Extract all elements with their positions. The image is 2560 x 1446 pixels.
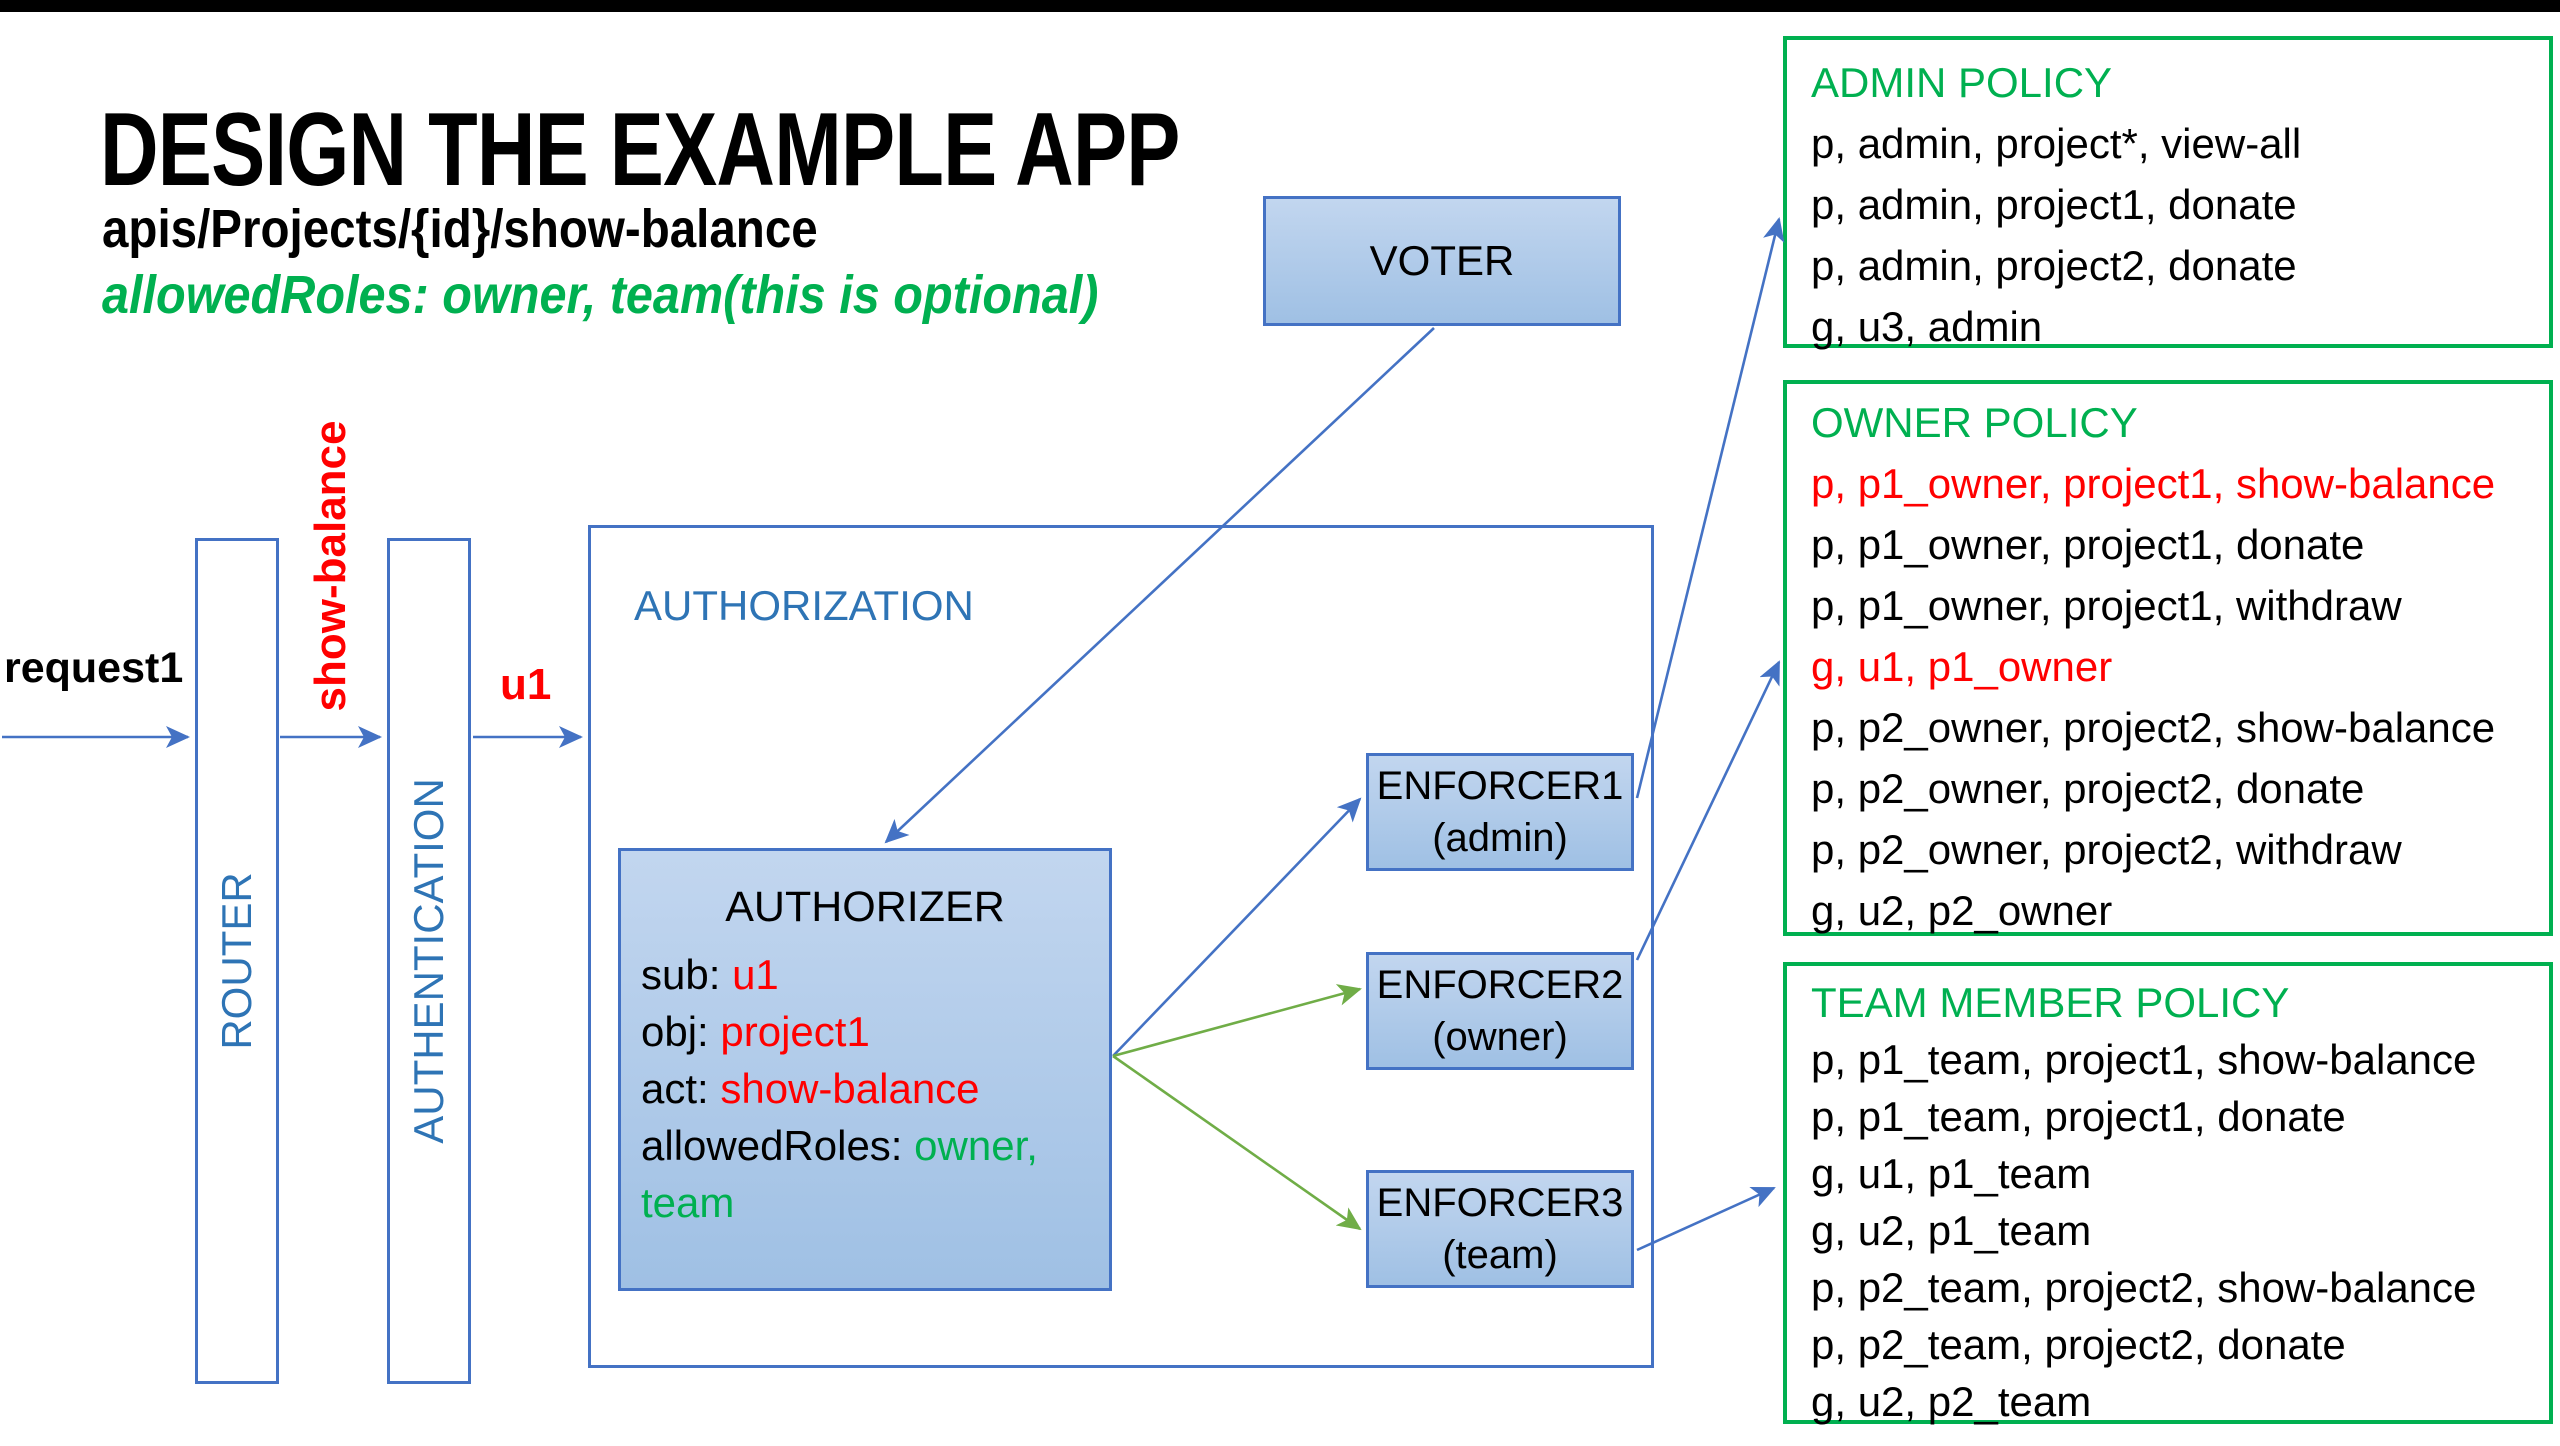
policy-line: p, p2_owner, project2, withdraw xyxy=(1811,826,2402,873)
arrow-enforcer3-to-team-policy xyxy=(1636,1186,1776,1252)
authorizer-row-team: team xyxy=(641,1179,735,1226)
authentication-label: AUTHENTICATION xyxy=(405,778,452,1144)
enforcer3-box: ENFORCER3 (team) xyxy=(1366,1170,1634,1288)
policy-line: g, u2, p1_team xyxy=(1811,1207,2092,1254)
owner-policy-box: OWNER POLICY p, p1_owner, project1, show… xyxy=(1783,380,2553,936)
policy-line: p, p2_team, project2, show-balance xyxy=(1811,1264,2477,1311)
authorizer-box: AUTHORIZER sub: u1 obj: project1 act: sh… xyxy=(618,848,1112,1291)
policy-line: g, u1, p1_owner xyxy=(1811,643,2113,690)
policy-line: p, p1_team, project1, donate xyxy=(1811,1093,2346,1140)
policy-line: p, admin, project*, view-all xyxy=(1811,120,2302,167)
arrow-enforcer1-to-admin-policy xyxy=(1635,217,1785,799)
team-policy-box: TEAM MEMBER POLICY p, p1_team, project1,… xyxy=(1783,962,2553,1425)
admin-policy-title: ADMIN POLICY xyxy=(1811,59,2113,106)
policy-line: p, admin, project2, donate xyxy=(1811,242,2297,289)
enforcer1-name: ENFORCER1 xyxy=(1376,764,1624,808)
policy-line: p, p2_owner, project2, donate xyxy=(1811,765,2365,812)
policy-line: p, p1_owner, project1, withdraw xyxy=(1811,582,2402,629)
enforcer1-box: ENFORCER1 (admin) xyxy=(1366,753,1634,871)
slide-title: DESIGN THE EXAMPLE APP xyxy=(100,92,1180,208)
policy-line: p, p1_owner, project1, show-balance xyxy=(1811,460,2496,507)
authorization-label: AUTHORIZATION xyxy=(634,582,974,629)
arrow-enforcer2-to-owner-policy xyxy=(1635,660,1781,961)
enforcer3-name: ENFORCER3 xyxy=(1376,1181,1624,1225)
authorizer-rows: sub: u1 obj: project1 act: show-balance … xyxy=(621,946,1109,1231)
authorizer-row-act: act: show-balance xyxy=(641,1065,980,1112)
authorizer-row-obj: obj: project1 xyxy=(641,1008,870,1055)
router-box: ROUTER xyxy=(195,538,279,1384)
admin-policy-box: ADMIN POLICY p, admin, project*, view-al… xyxy=(1783,36,2553,350)
enforcer3-role: (team) xyxy=(1442,1233,1558,1277)
u1-label: u1 xyxy=(500,660,552,709)
voter-box: VOTER xyxy=(1263,196,1621,326)
policy-line: p, p1_team, project1, show-balance xyxy=(1811,1036,2477,1083)
policy-line: g, u1, p1_team xyxy=(1811,1150,2092,1197)
policy-line: p, admin, project1, donate xyxy=(1811,181,2297,228)
policy-line: g, u2, p2_owner xyxy=(1811,887,2113,934)
api-path-subtitle: apis/Projects/{id}/show-balance xyxy=(102,199,818,259)
authorizer-row-allowedroles: allowedRoles: owner, xyxy=(641,1122,1038,1169)
team-policy-title: TEAM MEMBER POLICY xyxy=(1811,979,2290,1026)
authentication-box: AUTHENTICATION xyxy=(387,538,471,1384)
authorizer-row-sub: sub: u1 xyxy=(641,951,779,998)
policy-line: g, u3, admin xyxy=(1811,303,2043,350)
owner-policy-title: OWNER POLICY xyxy=(1811,399,2138,446)
enforcer2-name: ENFORCER2 xyxy=(1376,963,1624,1007)
enforcer2-role: (owner) xyxy=(1432,1015,1568,1059)
top-black-bar xyxy=(0,0,2560,12)
voter-label: VOTER xyxy=(1369,237,1515,284)
policy-line: g, u2, p2_team xyxy=(1811,1378,2092,1425)
request1-label: request1 xyxy=(4,644,184,692)
allowed-roles-note: allowedRoles: owner, team(this is option… xyxy=(102,265,1099,325)
enforcer2-box: ENFORCER2 (owner) xyxy=(1366,952,1634,1070)
router-label: ROUTER xyxy=(213,872,260,1050)
policy-line: p, p2_team, project2, donate xyxy=(1811,1321,2346,1368)
policy-line: p, p2_owner, project2, show-balance xyxy=(1811,704,2496,751)
authorizer-title: AUTHORIZER xyxy=(725,883,1005,931)
policy-line: p, p1_owner, project1, donate xyxy=(1811,521,2365,568)
enforcer1-role: (admin) xyxy=(1432,816,1568,860)
